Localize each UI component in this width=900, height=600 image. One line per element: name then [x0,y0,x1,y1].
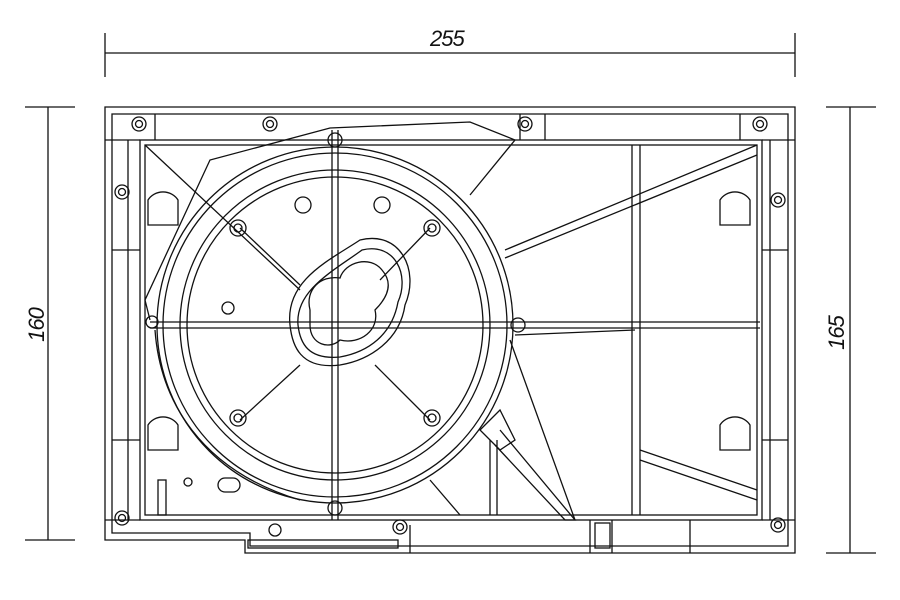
mounting-holes [114,116,786,537]
housing-outline [104,106,796,554]
circular-housing [144,121,517,504]
dimension-height-right [826,106,876,554]
central-hub [289,237,411,367]
dimension-height-left [25,106,75,541]
dimension-width-label: 255 [430,26,465,51]
dimension-width [104,33,796,77]
dimension-height-left-label: 160 [23,308,49,342]
bosses [145,132,526,516]
dimension-height-right-label: 165 [823,316,849,350]
ribs [144,130,760,521]
